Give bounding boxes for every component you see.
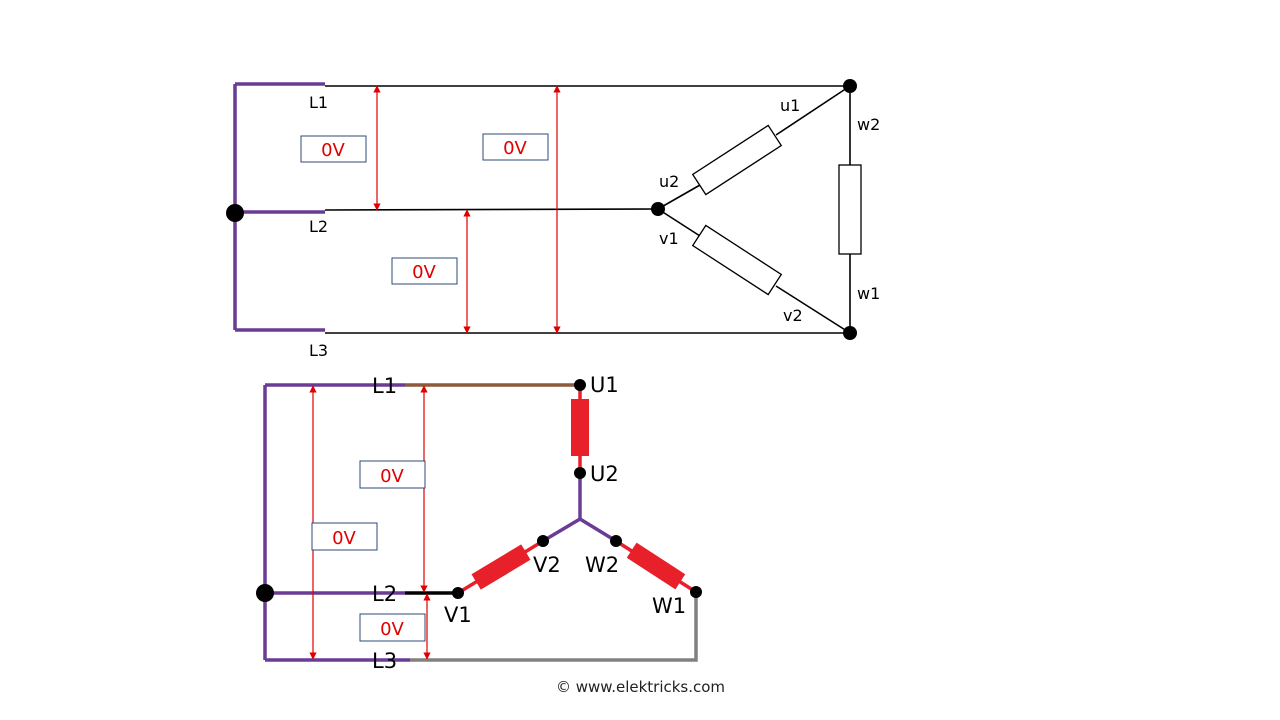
star-supply-node <box>256 584 274 602</box>
delta-winding-w <box>838 164 862 255</box>
delta-label-w2: w2 <box>857 115 880 134</box>
svg-text:0V: 0V <box>412 262 436 283</box>
star-neutral-links <box>542 473 617 543</box>
star-label-u1: U1 <box>590 373 619 397</box>
star-winding-v <box>457 539 544 595</box>
delta-node-mid <box>651 202 665 216</box>
star-node-u2 <box>574 467 586 479</box>
star-winding-u <box>571 385 589 473</box>
svg-text:0V: 0V <box>321 140 345 161</box>
star-node-v1 <box>452 587 464 599</box>
svg-text:0V: 0V <box>332 528 356 549</box>
delta-label-v1: v1 <box>659 229 679 248</box>
delta-node-top <box>843 79 857 93</box>
delta-label-l1: L1 <box>309 93 328 112</box>
delta-voltage-box-1: 0V <box>300 135 367 163</box>
star-label-v2: V2 <box>533 553 561 577</box>
delta-diagram: L1 L2 L3 u1 u2 v1 v2 w2 w1 0V 0V 0V <box>226 79 880 360</box>
star-label-v1: V1 <box>444 603 472 627</box>
delta-label-u1: u1 <box>780 96 800 115</box>
star-label-u2: U2 <box>590 462 619 486</box>
star-label-l2: L2 <box>372 582 397 606</box>
star-label-l1: L1 <box>372 374 397 398</box>
star-node-w2 <box>610 535 622 547</box>
delta-voltage-box-2: 0V <box>482 133 549 161</box>
delta-winding-u <box>691 124 783 196</box>
delta-label-l2: L2 <box>309 217 328 236</box>
svg-text:0V: 0V <box>503 138 527 159</box>
svg-text:0V: 0V <box>380 466 404 487</box>
delta-voltage-box-3: 0V <box>391 257 458 285</box>
star-voltage-box-3: 0V <box>359 613 426 642</box>
delta-conductors <box>324 85 851 334</box>
svg-text:0V: 0V <box>380 619 404 640</box>
star-supply-bracket <box>263 383 410 662</box>
copyright-credit: © www.elektricks.com <box>556 678 725 696</box>
delta-supply-bracket <box>233 82 325 332</box>
star-node-w1 <box>690 586 702 598</box>
delta-label-w1: w1 <box>857 284 880 303</box>
star-node-v2 <box>537 535 549 547</box>
star-voltage-box-2: 0V <box>311 522 378 551</box>
star-node-u1 <box>574 379 586 391</box>
star-label-w1: W1 <box>652 594 686 618</box>
delta-label-v2: v2 <box>783 306 803 325</box>
delta-winding-v <box>691 224 783 296</box>
star-winding-w <box>615 539 697 594</box>
delta-node-bottom <box>843 326 857 340</box>
star-label-w2: W2 <box>585 553 619 577</box>
delta-label-u2: u2 <box>659 172 679 191</box>
star-conductor-l3 <box>410 592 698 662</box>
star-diagram: L1 L2 L3 U1 U2 V2 W2 V1 W1 0V 0V 0V <box>256 373 702 673</box>
delta-voltage-arrows <box>373 85 561 334</box>
star-voltage-box-1: 0V <box>359 460 426 489</box>
star-label-l3: L3 <box>372 649 397 673</box>
delta-supply-node <box>226 204 244 222</box>
delta-label-l3: L3 <box>309 341 328 360</box>
